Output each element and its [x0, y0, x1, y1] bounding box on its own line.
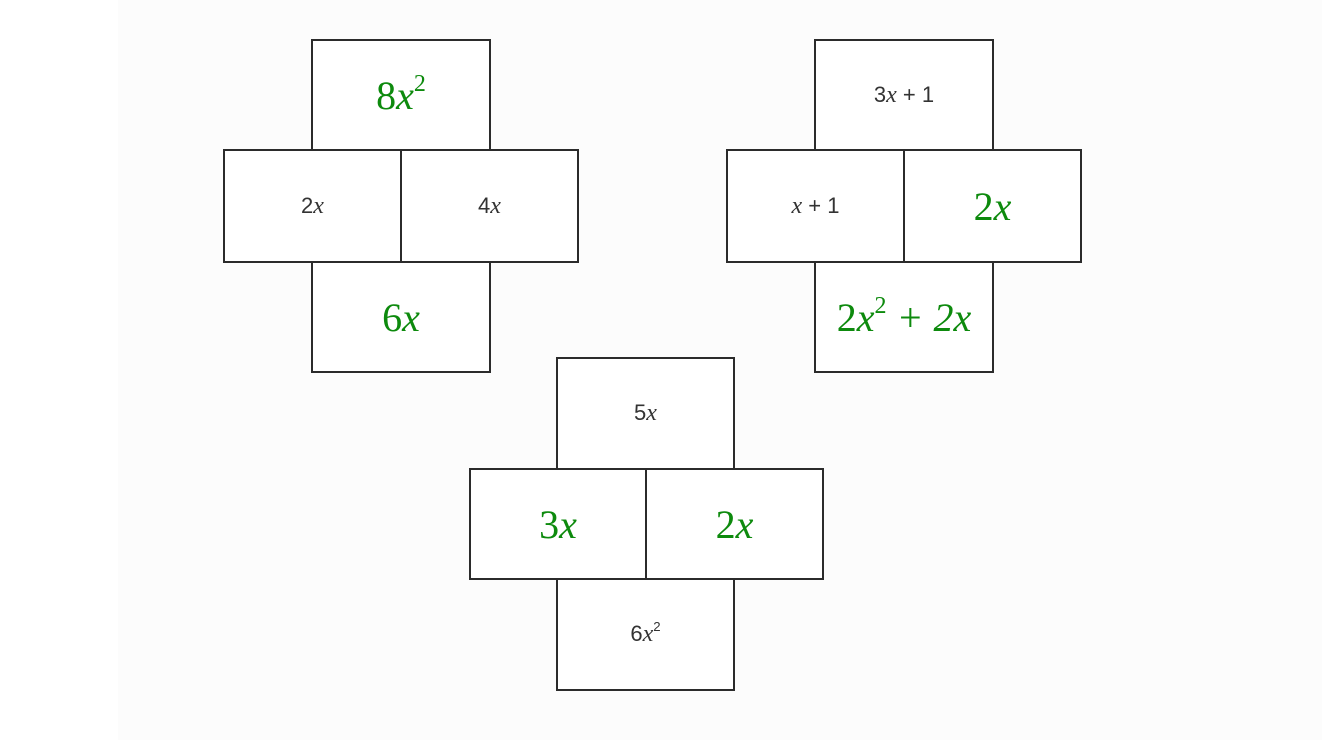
puzzle-1-top-expression: 8x2 — [376, 70, 426, 118]
puzzle-3-left-expression: 3x — [539, 501, 577, 547]
puzzle-1-right-expression: 4x — [478, 192, 501, 219]
puzzle-2-top-cell: 3x + 1 — [814, 39, 994, 151]
puzzle-2-bottom-expression: 2x2 + 2x — [836, 292, 972, 340]
puzzle-1-left-expression: 2x — [301, 192, 324, 219]
puzzle-3-right-expression: 2x — [715, 501, 754, 547]
puzzle-3-bottom-cell: 6x2 — [556, 578, 735, 691]
puzzle-3-bottom-expression: 6x2 — [630, 619, 661, 647]
puzzle-1-left-cell: 2x — [223, 149, 402, 263]
puzzle-3-left-cell: 3x — [469, 468, 647, 580]
puzzle-1-top-cell: 8x2 — [311, 39, 491, 151]
puzzle-1-bottom-cell: 6x — [311, 261, 491, 373]
puzzle-2-bottom-cell: 2x2 + 2x — [814, 261, 994, 373]
puzzle-1-bottom-expression: 6x — [382, 294, 420, 340]
puzzle-2-right-expression: 2x — [973, 183, 1012, 229]
puzzle-2-right-cell: 2x — [903, 149, 1082, 263]
puzzle-3-top-cell: 5x — [556, 357, 735, 470]
puzzle-2-left-cell: x + 1 — [726, 149, 905, 263]
puzzle-2-top-expression: 3x + 1 — [873, 81, 935, 108]
puzzle-1-right-cell: 4x — [400, 149, 579, 263]
puzzle-3-right-cell: 2x — [645, 468, 824, 580]
puzzle-2-left-expression: x + 1 — [791, 192, 840, 219]
puzzle-3-top-expression: 5x — [634, 400, 657, 426]
